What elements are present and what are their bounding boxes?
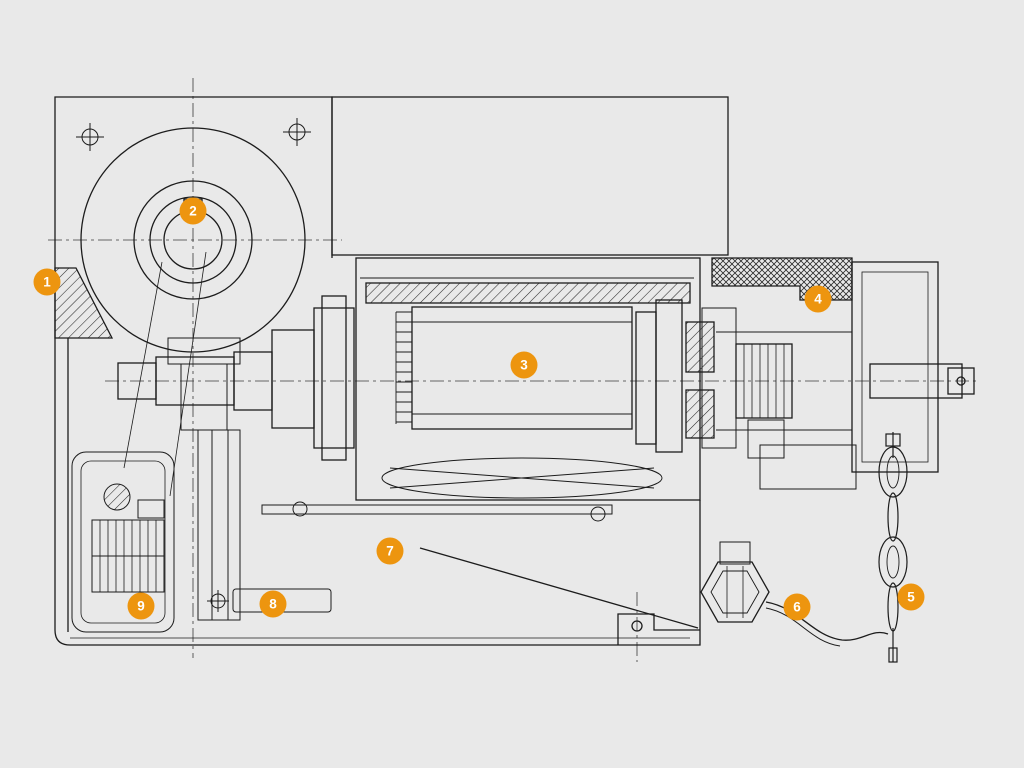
callout-badge-5[interactable]: 5 <box>897 583 925 611</box>
cooling-fan <box>381 457 663 499</box>
callout-label: 3 <box>520 357 528 373</box>
centerlines <box>48 78 978 662</box>
callout-label: 1 <box>43 274 51 290</box>
drive-shaft <box>117 295 355 461</box>
callout-label: 9 <box>137 598 145 614</box>
callout-badge-7[interactable]: 7 <box>376 537 404 565</box>
callout-badge-8[interactable]: 8 <box>259 590 287 618</box>
pull-chain <box>878 432 908 663</box>
callout-badge-6[interactable]: 6 <box>783 593 811 621</box>
callout-badge-3[interactable]: 3 <box>510 351 538 379</box>
callout-label: 6 <box>793 599 801 615</box>
callout-label: 4 <box>814 291 822 307</box>
tie-rod <box>261 501 613 522</box>
callout-label: 2 <box>189 203 197 219</box>
callout-label: 5 <box>907 589 915 605</box>
drive-pulley <box>80 127 306 497</box>
callout-label: 8 <box>269 596 277 612</box>
callout-label: 7 <box>386 543 394 559</box>
mounting-holes <box>76 118 311 151</box>
callout-badge-2[interactable]: 2 <box>179 197 207 225</box>
clutch-assembly <box>71 451 175 633</box>
motor-armature <box>360 277 715 453</box>
release-knob <box>700 541 889 647</box>
callout-badge-1[interactable]: 1 <box>33 268 61 296</box>
callout-badge-4[interactable]: 4 <box>804 285 832 313</box>
callout-badge-9[interactable]: 9 <box>127 592 155 620</box>
housing-outline <box>54 96 729 646</box>
worm-drive-column <box>167 337 241 621</box>
